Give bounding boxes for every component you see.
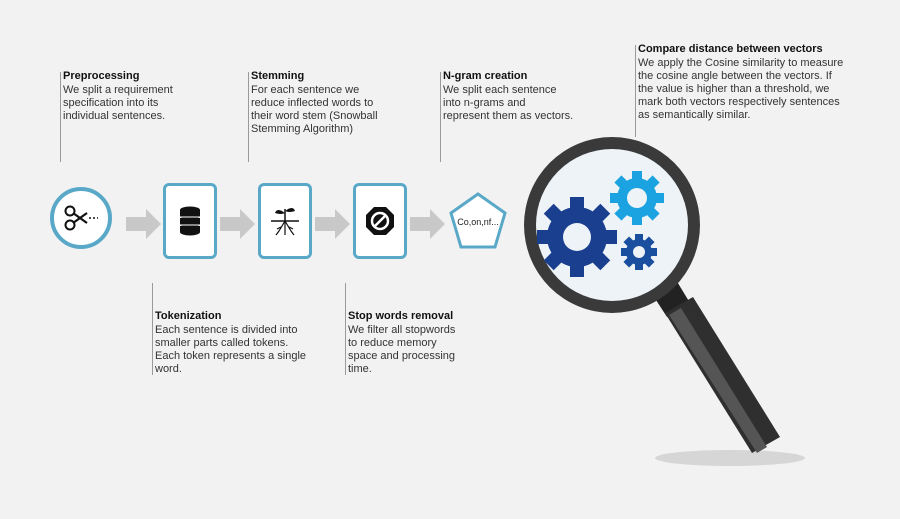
tokenization-title: Tokenization <box>155 310 222 322</box>
stemming-node <box>258 183 312 259</box>
preprocessing-node <box>50 187 112 249</box>
stopwords-annotation: Stop words removal We filter all stopwor… <box>348 310 498 376</box>
flow-arrow-2 <box>220 209 255 239</box>
magnifying-glass-icon <box>524 137 805 466</box>
tokenization-body: Each sentence is divided into smaller pa… <box>155 324 307 375</box>
ngram-annotation: N-gram creation We split each sentence i… <box>443 70 603 123</box>
tokenization-node <box>163 183 217 259</box>
flow-arrow-4 <box>410 209 445 239</box>
stopwords-body: We filter all stopwords to reduce memory… <box>348 324 456 375</box>
stemming-leader <box>248 72 249 162</box>
compare-body: We apply the Cosine similarity to measur… <box>638 57 844 121</box>
stemming-annotation: Stemming For each sentence we reduce inf… <box>251 70 411 136</box>
database-icon <box>180 206 200 236</box>
compare-leader <box>635 45 636 137</box>
flow-arrow-3 <box>315 209 350 239</box>
ngram-title: N-gram creation <box>443 70 528 82</box>
stemming-body: For each sentence we reduce inflected wo… <box>251 84 378 135</box>
ngram-node <box>449 192 507 249</box>
preprocessing-body: We split a requirement specification int… <box>63 84 173 122</box>
scissors-icon <box>64 205 98 231</box>
ngram-node-label: Co,on,nf... <box>457 217 499 227</box>
compare-annotation: Compare distance between vectors We appl… <box>638 43 878 122</box>
tokenization-leader <box>152 283 153 375</box>
flow-arrow-1 <box>126 209 161 239</box>
stop-sign-icon <box>366 207 394 235</box>
preprocessing-title: Preprocessing <box>63 70 140 82</box>
compare-title: Compare distance between vectors <box>638 43 823 55</box>
stemming-title: Stemming <box>251 70 305 82</box>
stopwords-node <box>353 183 407 259</box>
tokenization-annotation: Tokenization Each sentence is divided in… <box>155 310 325 376</box>
plant-roots-icon <box>271 208 299 236</box>
ngram-body: We split each sentence into n-grams and … <box>443 84 574 122</box>
preprocessing-annotation: Preprocessing We split a requirement spe… <box>63 70 213 123</box>
stopwords-leader <box>345 283 346 375</box>
preprocessing-leader <box>60 72 61 162</box>
stopwords-title: Stop words removal <box>348 310 454 322</box>
ngram-leader <box>440 72 441 162</box>
